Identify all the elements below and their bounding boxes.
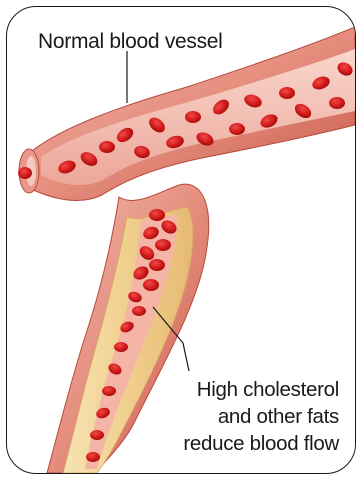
plaque-label-line-3: reduce blood flow <box>183 430 339 457</box>
normal-vessel-label: Normal blood vessel <box>38 30 223 54</box>
plaque-label: High cholesterol and other fats reduce b… <box>183 376 339 457</box>
illustration-frame: Normal blood vessel High cholesterol and… <box>6 6 356 474</box>
plaque-label-line-1: High cholesterol <box>183 376 339 403</box>
plaque-label-line-2: and other fats <box>183 403 339 430</box>
